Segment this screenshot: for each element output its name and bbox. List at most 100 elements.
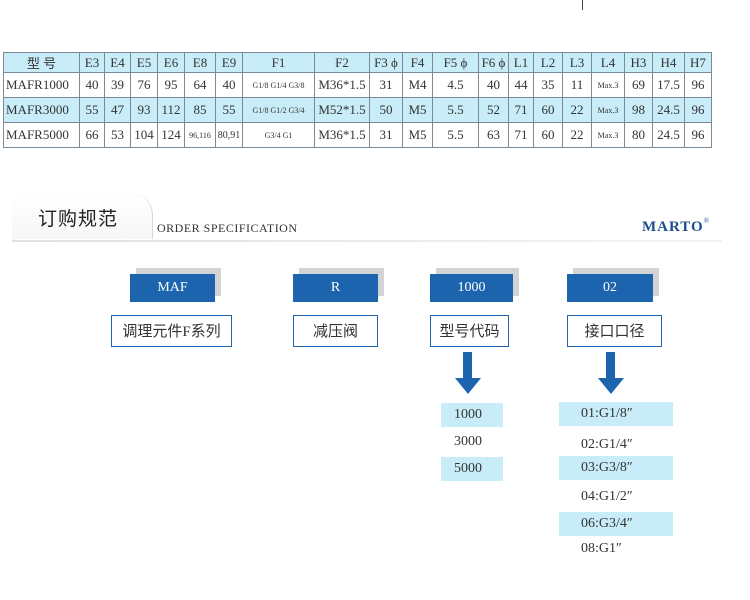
table-cell: 39 [104,72,131,98]
table-cell: 50 [369,97,403,123]
table-cell: 47 [104,97,131,123]
table-cell: 40 [79,72,105,98]
table-cell: 63 [478,122,509,148]
section-divider [12,240,722,242]
desc-model: 型号代码 [430,315,509,347]
table-row: MAFR3000 55 47 93 112 85 55 G1/8 G1/2 G3… [3,97,712,123]
arrow-down-icon [455,352,481,396]
code-label: MAF [130,274,215,302]
table-cell: 112 [157,97,185,123]
header-cell: 型 号 [3,52,80,73]
port-option: 06:G3/4″ [559,512,673,536]
table-cell: 44 [508,72,534,98]
code-block-series: MAF [130,268,221,302]
model-option: 3000 [454,434,482,449]
table-cell: Max.3 [591,122,625,148]
table-cell: 5.5 [432,97,479,123]
table-cell: 24.5 [652,122,685,148]
table-cell: 96 [684,122,712,148]
header-cell: E3 [79,52,105,73]
model-cell: MAFR5000 [3,122,80,148]
header-cell: F4 [402,52,433,73]
model-option: 5000 [441,457,503,481]
port-option: 01:G1/8″ [559,402,673,426]
table-cell: 24.5 [652,97,685,123]
table-header-row: 型 号 E3 E4 E5 E6 E8 E9 F1 F2 F3 ϕ F4 F5 ϕ… [3,52,712,73]
table-cell: 22 [562,97,592,123]
table-cell: 96 [684,72,712,98]
table-cell: 96 [684,97,712,123]
header-cell: E9 [215,52,243,73]
table-cell: M52*1.5 [314,97,370,123]
header-cell: H4 [652,52,685,73]
model-cell: MAFR1000 [3,72,80,98]
port-option: 02:G1/4″ [581,437,633,452]
header-cell: F1 [242,52,315,73]
header-cell: E8 [184,52,216,73]
table-cell: 71 [508,122,534,148]
header-cell: L1 [508,52,534,73]
code-label: 02 [567,274,653,302]
header-cell: F5 ϕ [432,52,479,73]
port-option: 03:G3/8″ [559,456,673,480]
table-cell: 96,116 [184,122,216,148]
header-cell: F3 ϕ [369,52,403,73]
header-cell: E4 [104,52,131,73]
table-cell: 31 [369,72,403,98]
desc-port: 接口口径 [567,315,662,347]
header-cell: F2 [314,52,370,73]
code-block-type: R [293,268,384,302]
brand-name: MARTO [642,219,704,235]
table-cell: 104 [130,122,158,148]
section-subtitle: ORDER SPECIFICATION [157,221,298,235]
table-cell: 55 [79,97,105,123]
table-cell: 52 [478,97,509,123]
table-cell: 53 [104,122,131,148]
table-cell: 60 [533,97,563,123]
table-cell: 5.5 [432,122,479,148]
section-tab [12,193,153,239]
table-row: MAFR5000 66 53 104 124 96,116 80,91 G3/4… [3,122,712,148]
dimension-table: 型 号 E3 E4 E5 E6 E8 E9 F1 F2 F3 ϕ F4 F5 ϕ… [3,52,712,148]
table-cell: 22 [562,122,592,148]
desc-type: 减压阀 [293,315,378,347]
brand-logo: MARTO® [642,217,711,236]
desc-series: 调理元件F系列 [111,315,232,347]
table-cell: 55 [215,97,243,123]
table-cell: G3/4 G1 [242,122,315,148]
code-label: 1000 [430,274,513,302]
page-corner-mark [582,0,583,10]
table-cell: G1/8 G1/2 G3/4 [242,97,315,123]
table-cell: M5 [402,122,433,148]
table-cell: 80 [624,122,653,148]
model-option: 1000 [441,403,503,427]
table-cell: 4.5 [432,72,479,98]
table-cell: 60 [533,122,563,148]
code-block-model: 1000 [430,268,519,302]
header-cell: H3 [624,52,653,73]
code-block-port: 02 [567,268,659,302]
header-cell: L2 [533,52,563,73]
table-cell: 40 [215,72,243,98]
arrow-down-icon [598,352,624,396]
table-cell: 85 [184,97,216,123]
table-cell: 93 [130,97,158,123]
table-cell: 76 [130,72,158,98]
table-cell: 124 [157,122,185,148]
table-cell: M5 [402,97,433,123]
table-cell: 66 [79,122,105,148]
table-cell: 11 [562,72,592,98]
port-option: 04:G1/2″ [581,489,633,504]
table-cell: M36*1.5 [314,72,370,98]
table-cell: 80,91 [215,122,243,148]
table-cell: 64 [184,72,216,98]
table-cell: M36*1.5 [314,122,370,148]
section-title: 订购规范 [38,209,119,230]
header-cell: H7 [684,52,712,73]
table-cell: 95 [157,72,185,98]
header-cell: F6 ϕ [478,52,509,73]
table-cell: 69 [624,72,653,98]
header-cell: L4 [591,52,625,73]
table-cell: 71 [508,97,534,123]
registered-mark: ® [703,217,711,225]
